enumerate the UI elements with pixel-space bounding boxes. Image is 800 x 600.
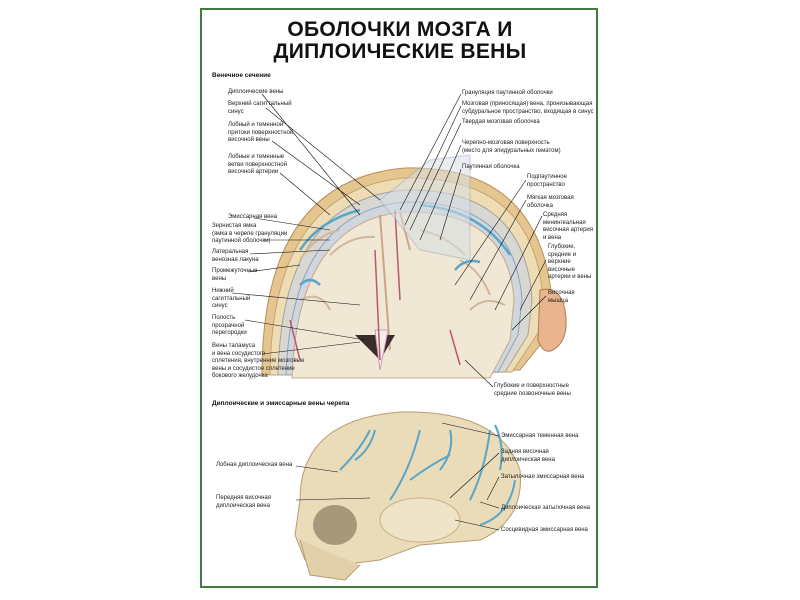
label-occipital-diploic-vein: Диплоическая затылочная вена <box>501 505 590 511</box>
skull-view-heading: Диплоические и эмиссарные вены черепа <box>212 400 350 407</box>
label-frontal-diploic-vein: Лобная диплоическая вена <box>216 462 293 468</box>
label-inferior-sagittal-sinus: Нижний сагиттальный синус <box>212 288 251 309</box>
label-thalamic-veins: Вены таламуса и вена сосудистого сплетен… <box>212 343 305 379</box>
label-anterior-temporal-diploic-vein: Передняя височная диплоическая вена <box>216 495 272 509</box>
coronal-section-heading: Венечное сечение <box>212 72 271 79</box>
label-spinal-veins: Глубокие и поверхностные средние позвоно… <box>494 383 571 397</box>
label-granular-foveola: Зернистая ямка (ямка в черепе грануляции… <box>212 223 288 244</box>
label-cranial-dural-surface: Черепно-мозговая поверхность (место для … <box>462 140 561 154</box>
label-bridging-veins: Промежуточные вены <box>212 268 258 282</box>
label-mastoid-emissary-vein: Сосцевидная эмиссарная вена <box>501 527 588 533</box>
skull-drawing <box>294 411 521 581</box>
label-diploic-veins: Диплоические вены <box>228 89 284 95</box>
label-parietal-emissary-vein: Эмиссарная теменная вена <box>501 433 579 439</box>
label-septum-pellucidum-cavity: Полость прозрачной перегородки <box>212 315 247 336</box>
label-temporal-muscle: Височная мышца <box>548 290 575 304</box>
label-occipital-emissary-vein: Затылочная эмиссарная вена <box>501 474 585 480</box>
label-arachnoid-granulation: Грануляция паутинной оболочки <box>462 90 553 96</box>
label-middle-meningeal-artery: Средняя менингеальная височная артерия и… <box>543 212 594 241</box>
label-emissary-vein: Эмиссарная вена <box>228 214 278 220</box>
label-superior-sagittal-sinus: Верхний сагиттальный синус <box>228 101 292 115</box>
label-lateral-lacuna: Латеральная венозная лакуна <box>212 249 259 263</box>
poster-title-line2: ДИПЛОИЧЕСКИЕ ВЕНЫ <box>273 40 527 63</box>
skull-leader-lines <box>295 422 500 531</box>
label-subarachnoid-space: Подпаутинное пространство <box>527 174 567 188</box>
label-posterior-temporal-diploic-vein: Задняя височная диплоическая вена <box>501 449 555 463</box>
label-superficial-temporal-vein: Лобный и теменной притоки поверхностной … <box>228 122 294 143</box>
label-temporal-arteries-veins: Глубокие, средние и верхние височные арт… <box>548 244 592 280</box>
poster-title-line1: ОБОЛОЧКИ МОЗГА И <box>287 18 513 41</box>
label-cerebral-vein: Мозговая (приносящая) вена, пронизывающа… <box>462 101 594 115</box>
label-arachnoid: Паутинная оболочка <box>462 164 520 170</box>
label-pia-mater: Мягкая мозговая оболочка <box>527 195 574 209</box>
coronal-section-drawing <box>261 154 567 379</box>
coronal-leader-lines <box>231 93 547 388</box>
label-superficial-temporal-artery: Лобные и теменные ветви поверхностной ви… <box>228 154 287 175</box>
label-dura-mater: Твердая мозговая оболочка <box>462 119 540 125</box>
